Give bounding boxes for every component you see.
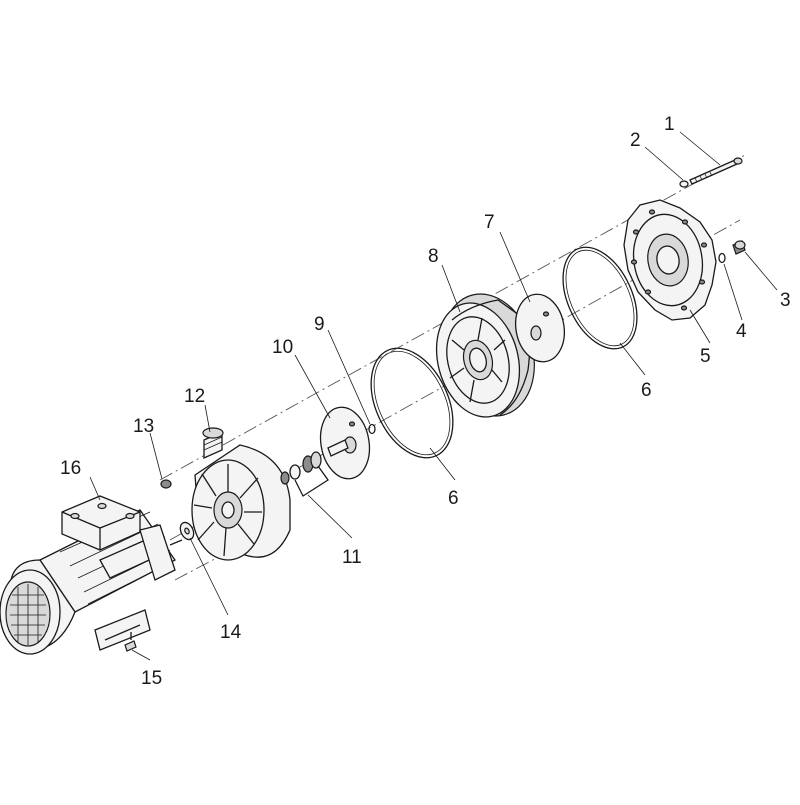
callout-15: 15 bbox=[141, 668, 162, 689]
part-washer-14 bbox=[179, 521, 195, 541]
callout-6-lower: 6 bbox=[448, 488, 459, 509]
part-casing-8 bbox=[435, 293, 535, 418]
part-plug-3 bbox=[732, 240, 746, 255]
callout-12: 12 bbox=[184, 386, 205, 407]
part-oring-9 bbox=[368, 423, 376, 435]
part-screw-15 bbox=[124, 632, 137, 652]
part-pump-body-12 bbox=[191, 427, 291, 561]
part-tie-rod-1 bbox=[689, 157, 743, 185]
part-seal-11 bbox=[280, 451, 329, 497]
callout-4: 4 bbox=[736, 321, 747, 342]
part-oring-4 bbox=[718, 252, 726, 264]
callout-13: 13 bbox=[133, 416, 154, 437]
callout-10: 10 bbox=[272, 337, 293, 358]
callout-6-upper: 6 bbox=[641, 380, 652, 401]
callout-labels: 1 2 3 4 5 6 6 7 8 9 10 11 12 13 14 15 16 bbox=[60, 114, 791, 689]
callout-9: 9 bbox=[314, 314, 325, 335]
part-oring-6a bbox=[370, 347, 454, 459]
callout-3: 3 bbox=[780, 290, 791, 311]
part-washer-2 bbox=[679, 180, 689, 188]
callout-8: 8 bbox=[428, 246, 439, 267]
callout-7: 7 bbox=[484, 212, 495, 233]
callout-2: 2 bbox=[630, 130, 641, 151]
callout-1: 1 bbox=[664, 114, 675, 135]
callout-16: 16 bbox=[60, 458, 81, 479]
part-cover-5 bbox=[623, 199, 717, 321]
leader-lines bbox=[89, 131, 778, 661]
part-impeller-10 bbox=[319, 406, 371, 480]
part-nut-13 bbox=[160, 479, 172, 489]
part-plate-7 bbox=[514, 293, 566, 363]
callout-5: 5 bbox=[700, 346, 711, 367]
part-motor bbox=[0, 495, 183, 655]
callout-14: 14 bbox=[220, 622, 242, 643]
callout-11: 11 bbox=[342, 547, 362, 568]
